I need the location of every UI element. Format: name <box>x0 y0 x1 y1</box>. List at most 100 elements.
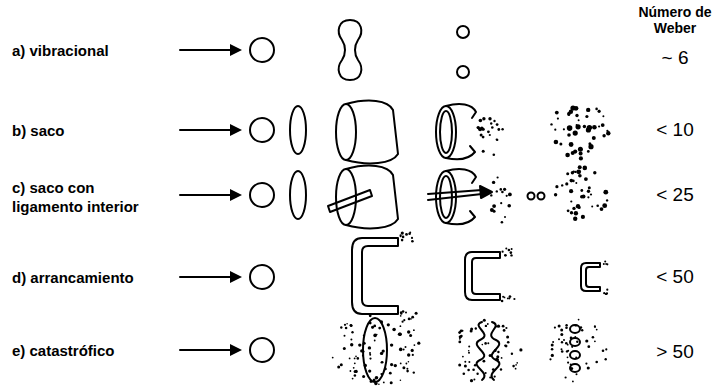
droplet-dot <box>511 353 513 355</box>
droplet-dot <box>468 352 470 354</box>
droplet-dot <box>405 346 407 348</box>
droplet-dot <box>567 362 569 364</box>
droplet-dot <box>408 361 410 363</box>
droplet-dot <box>575 182 577 184</box>
droplet-dot <box>401 239 404 242</box>
droplet-dot <box>368 370 371 373</box>
droplet-dot <box>354 374 357 377</box>
droplet-dot <box>563 128 565 130</box>
droplet-dot <box>490 122 492 124</box>
droplet-dot <box>602 115 604 117</box>
droplet-dot <box>606 263 608 265</box>
droplet-dot <box>488 117 491 120</box>
droplet-dot <box>554 193 557 196</box>
droplet-dot <box>350 343 353 346</box>
droplet-dot <box>371 326 374 329</box>
droplet-dot <box>507 341 510 344</box>
droplet-dot <box>406 370 409 373</box>
droplet-dot <box>504 344 506 346</box>
droplet-dot <box>503 329 506 332</box>
droplet-dot <box>587 367 590 370</box>
droplet-dot <box>407 353 410 356</box>
droplet-dot <box>515 364 517 366</box>
droplet-dot <box>561 341 563 343</box>
droplet-dot <box>573 217 577 221</box>
droplet-dot <box>585 363 587 365</box>
droplet-dot <box>485 372 487 374</box>
droplet-dot <box>565 182 568 185</box>
droplet-dot <box>502 296 504 298</box>
droplet-dot <box>558 325 561 328</box>
droplet-dot <box>482 344 484 346</box>
droplet-dot <box>350 324 353 327</box>
droplet-dot <box>340 363 343 366</box>
droplet-dot <box>400 379 402 381</box>
weber-value: ~ 6 <box>630 47 720 69</box>
droplet-dot <box>606 130 608 132</box>
droplet-dot <box>593 171 596 174</box>
droplet-dot <box>496 190 498 192</box>
droplet-dot <box>598 125 600 127</box>
droplet-dot <box>460 335 463 338</box>
regime-label: b) saco <box>12 121 172 140</box>
droplet-dot <box>400 235 402 237</box>
droplet-dot <box>565 153 570 158</box>
droplet-dot <box>497 351 499 353</box>
droplet-dot <box>410 318 412 320</box>
droplet-dot <box>470 379 473 382</box>
droplet-dot <box>508 249 511 252</box>
droplet-dot <box>594 326 596 328</box>
droplet-dot <box>369 352 371 354</box>
droplet-dot <box>590 193 592 195</box>
flow-arrows <box>180 50 232 350</box>
droplet-dot <box>360 349 363 352</box>
droplet-dot <box>485 325 487 327</box>
droplet-dot <box>580 195 584 199</box>
droplet-dot <box>572 207 575 210</box>
droplet-dot <box>390 343 393 346</box>
droplet-dot <box>501 221 504 224</box>
droplet-dot <box>387 323 390 326</box>
droplet-dot <box>570 211 573 214</box>
droplet-dot <box>383 382 385 384</box>
droplet-dot <box>484 342 487 345</box>
catastrophic-breakup <box>250 318 580 382</box>
droplet-dot <box>496 358 499 361</box>
droplet-dot <box>475 327 477 329</box>
droplet-dot <box>344 324 346 326</box>
droplet-dot <box>579 156 583 160</box>
droplet-dot <box>406 368 408 370</box>
droplet-dot <box>346 323 348 325</box>
droplet-dot <box>501 128 503 130</box>
droplet-dot <box>559 142 562 145</box>
droplet-dot <box>363 335 365 337</box>
droplet-dot <box>462 330 464 332</box>
droplet-dot <box>575 357 577 359</box>
droplet-dot <box>500 368 502 370</box>
droplet-dot <box>411 316 414 319</box>
droplet-dot <box>390 381 393 384</box>
droplet-dot <box>370 380 373 383</box>
droplet-dot <box>482 128 484 130</box>
droplet-dot <box>505 345 508 348</box>
droplet-dot <box>587 190 590 193</box>
weber-value: < 10 <box>630 119 720 141</box>
droplet-dot <box>483 360 486 363</box>
droplet-dot <box>394 364 397 367</box>
droplet-dot <box>604 261 606 263</box>
droplet-dot <box>392 328 396 332</box>
droplet-dot <box>497 325 500 328</box>
droplet-dot <box>482 117 485 120</box>
droplet-dot <box>364 364 367 367</box>
vibrational-drops <box>250 20 469 80</box>
droplet-dot <box>415 312 418 315</box>
droplet-dot <box>567 125 573 131</box>
droplet-dot <box>581 329 583 331</box>
droplet-dot <box>409 232 411 234</box>
droplet-dot <box>497 176 499 178</box>
droplet-dot <box>606 199 608 201</box>
droplet-dot <box>494 376 496 378</box>
droplet-dot <box>337 366 340 369</box>
droplet-dot <box>405 233 408 236</box>
